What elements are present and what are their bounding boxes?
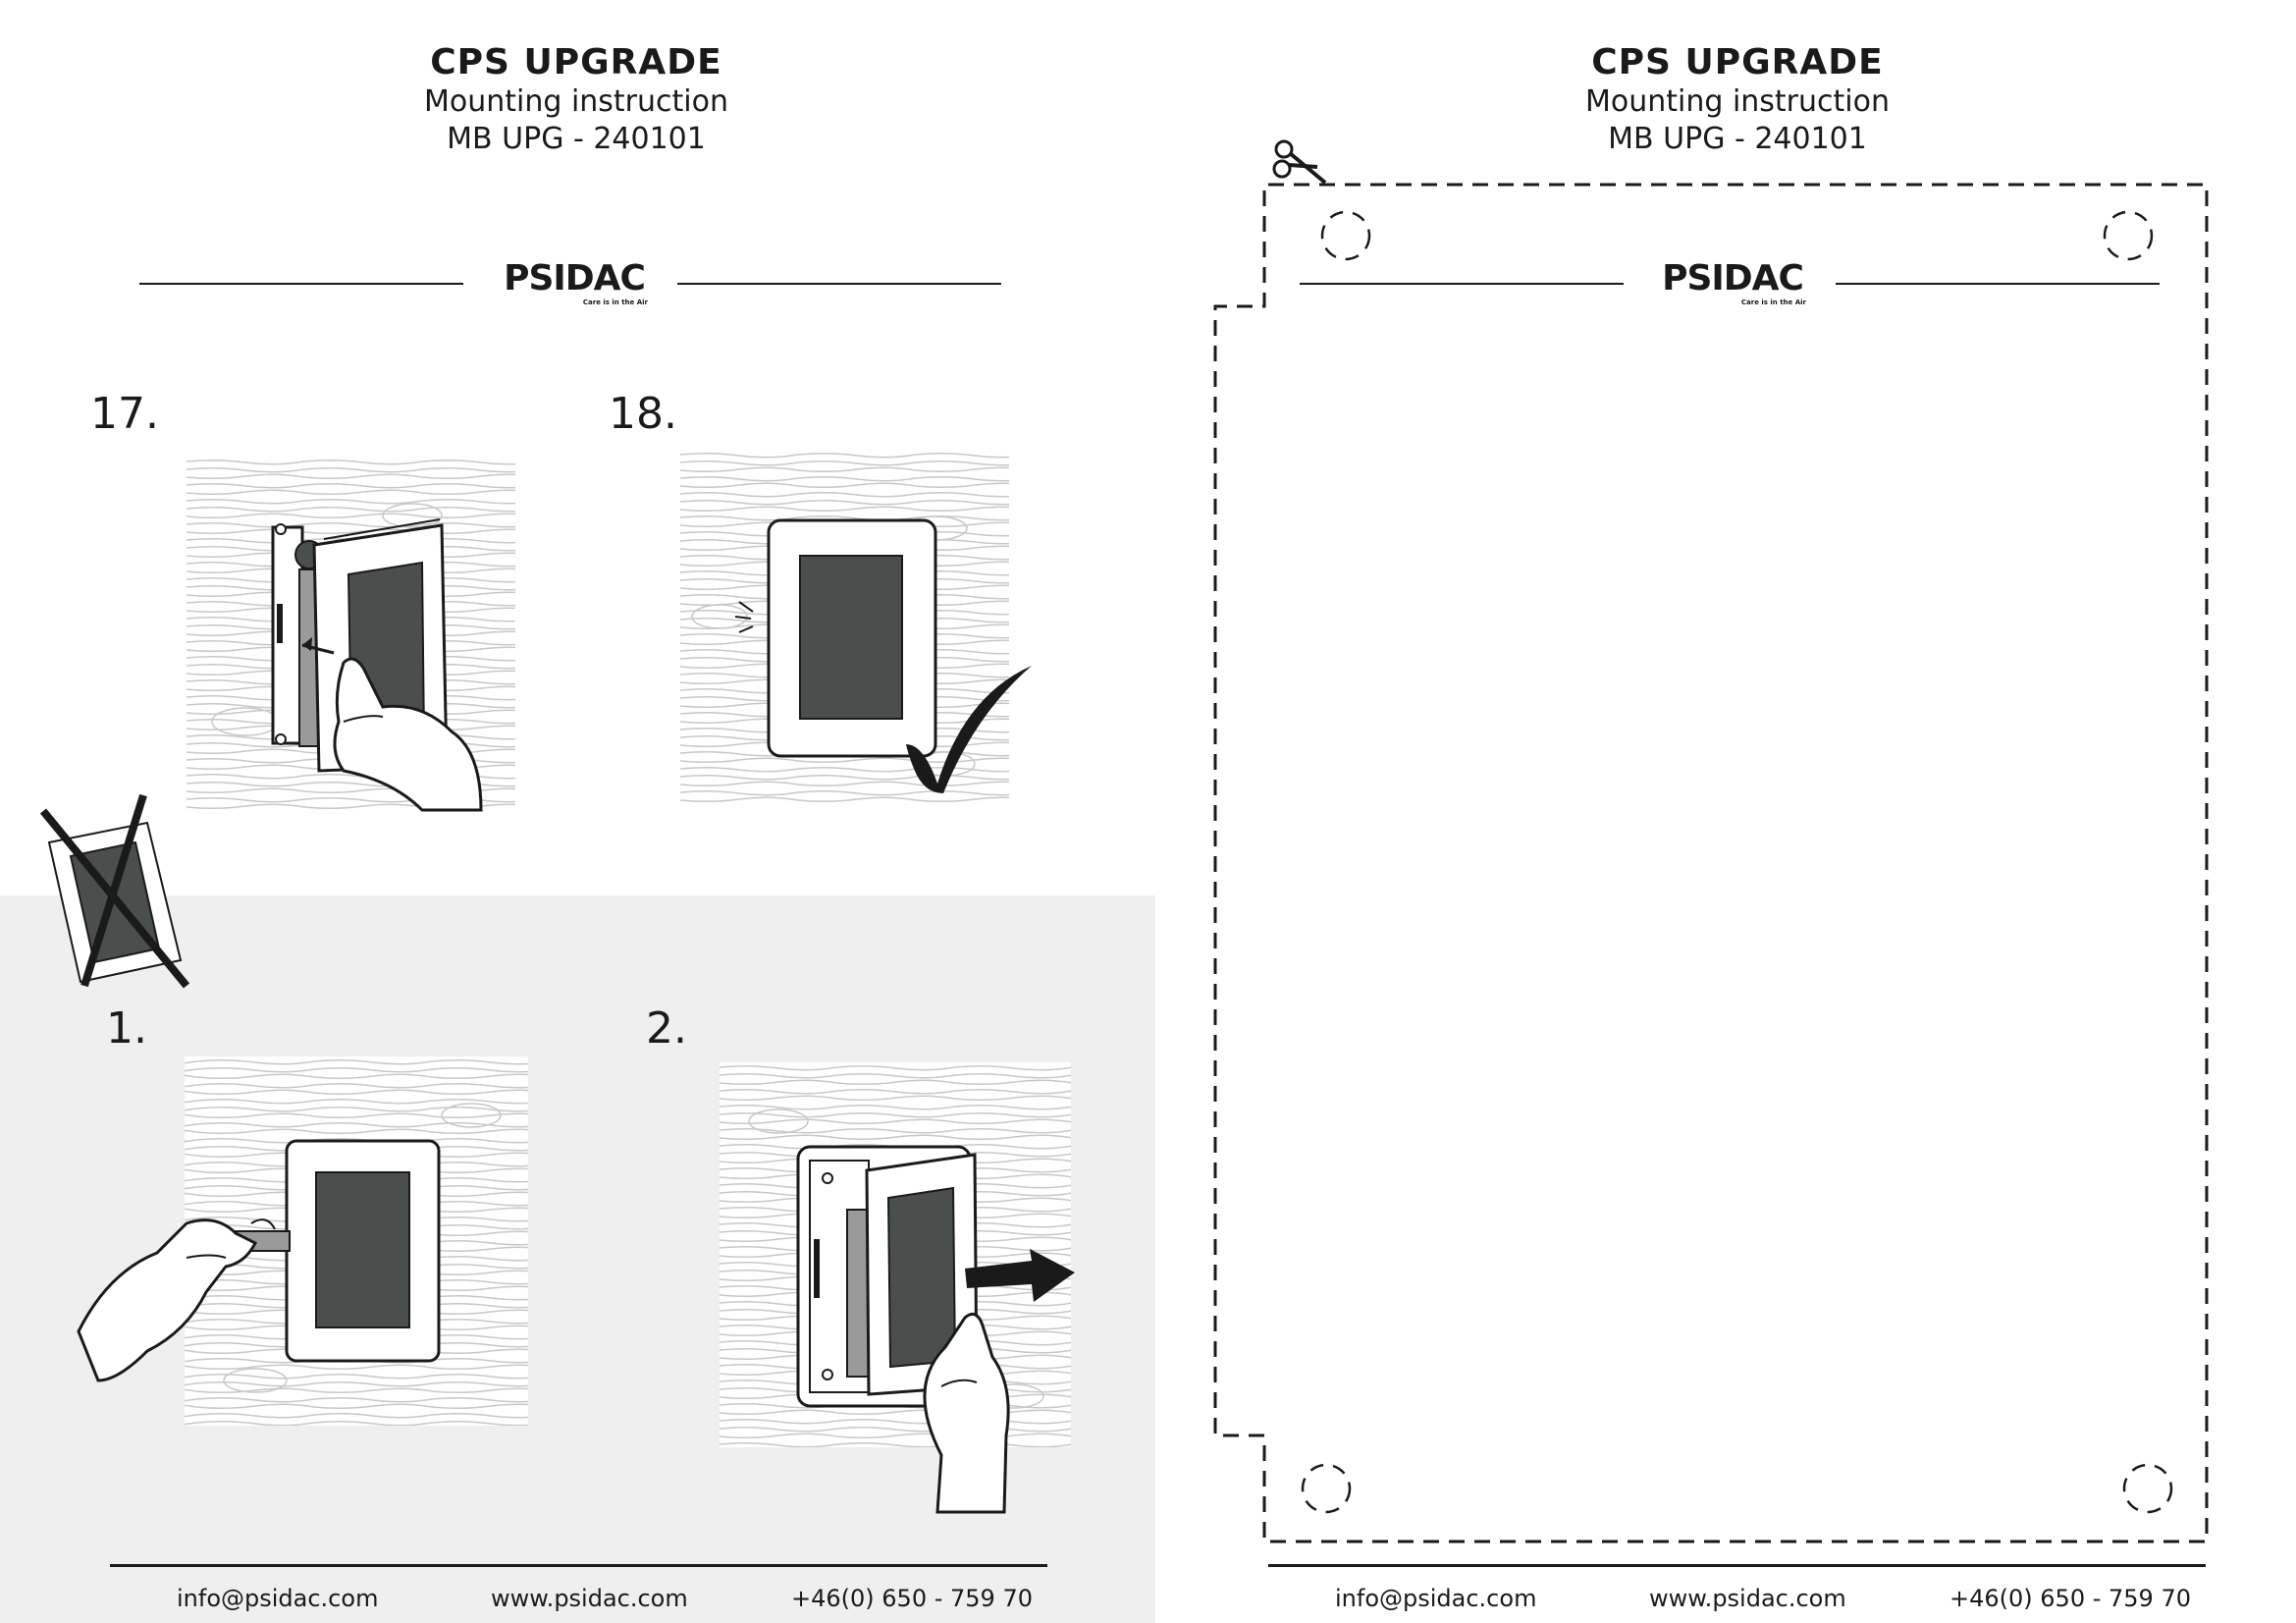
right-header-rule-right — [1836, 283, 2160, 285]
right-code: MB UPG - 240101 — [1608, 121, 1867, 156]
left-subtitle: Mounting instruction — [423, 84, 728, 120]
crossed-device-illustration — [39, 793, 190, 989]
step-17-number: 17. — [90, 389, 159, 439]
step-17-illustration — [187, 457, 515, 812]
right-logo: PSIDAC Care is in the Air — [1659, 258, 1806, 307]
right-header-rule-left — [1300, 283, 1624, 285]
left-logo-tagline: Care is in the Air — [582, 298, 648, 306]
left-header: CPS UPGRADE Mounting instruction MB UPG … — [184, 41, 969, 157]
step-18-illustration — [680, 450, 1032, 803]
right-footer-email[interactable]: info@psidac.com — [1335, 1585, 1537, 1612]
left-footer-email[interactable]: info@psidac.com — [177, 1585, 379, 1612]
left-code: MB UPG - 240101 — [447, 121, 706, 156]
step-1-number: 1. — [106, 1003, 147, 1054]
left-logo-name: PSIDAC — [504, 258, 646, 298]
right-logo-name: PSIDAC — [1662, 258, 1804, 298]
right-footer-website[interactable]: www.psidac.com — [1649, 1585, 1846, 1612]
left-logo: PSIDAC Care is in the Air — [501, 258, 648, 307]
right-logo-tagline: Care is in the Air — [1740, 298, 1806, 306]
left-title: CPS UPGRADE — [430, 42, 722, 82]
step-2-illustration — [720, 1062, 1075, 1514]
left-header-rule-right — [677, 283, 1001, 285]
right-footer-phone: +46(0) 650 - 759 70 — [1949, 1585, 2191, 1612]
left-footer-rule — [110, 1564, 1047, 1567]
step-18-number: 18. — [609, 389, 677, 439]
right-header: CPS UPGRADE Mounting instruction MB UPG … — [1345, 41, 2130, 157]
left-header-rule-left — [139, 283, 463, 285]
step-2-number: 2. — [646, 1003, 687, 1054]
right-subtitle: Mounting instruction — [1584, 84, 1890, 120]
step-1-illustration — [77, 1056, 528, 1426]
scissors-icon — [1272, 139, 1327, 185]
cut-template — [1213, 183, 2209, 1543]
left-footer-phone: +46(0) 650 - 759 70 — [791, 1585, 1033, 1612]
left-footer-website[interactable]: www.psidac.com — [491, 1585, 688, 1612]
right-title: CPS UPGRADE — [1591, 42, 1884, 82]
right-footer-rule — [1268, 1564, 2206, 1567]
